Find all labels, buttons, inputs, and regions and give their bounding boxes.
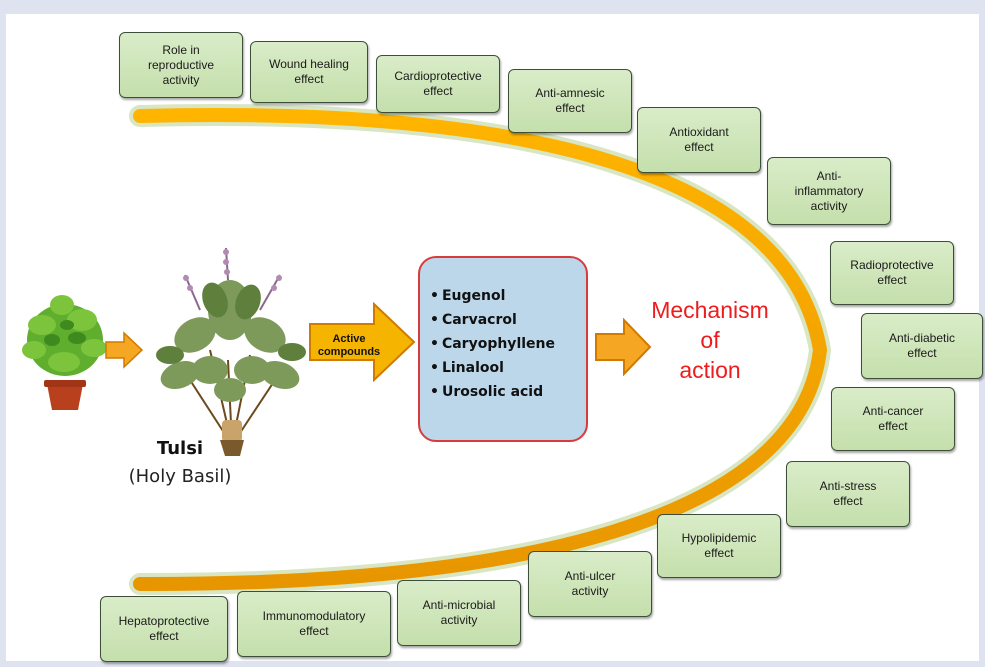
- effect-box-anti-inflammatory: Anti- inflammatory activity: [767, 157, 891, 225]
- effect-box-antioxidant: Antioxidant effect: [637, 107, 761, 173]
- mechanism-arrow-icon: [595, 318, 652, 376]
- effect-box-anti-diabetic: Anti-diabetic effect: [861, 313, 983, 379]
- orange-arc: [133, 108, 828, 592]
- active-compounds-label: Active compounds: [317, 333, 381, 359]
- effect-box-radioprotective: Radioprotective effect: [830, 241, 954, 305]
- potted-tulsi-image: [22, 295, 107, 410]
- mechanism-of-action-label: Mechanism of action: [651, 297, 769, 383]
- effect-box-anti-amnesic: Anti-amnesic effect: [508, 69, 632, 133]
- plant-name: Tulsi: [156, 438, 204, 459]
- effect-box-reproductive: Role in reproductive activity: [119, 32, 243, 98]
- effect-box-anti-stress: Anti-stress effect: [786, 461, 910, 527]
- tulsi-bunch-image: [156, 247, 306, 456]
- arrow-right-icon: [105, 331, 144, 369]
- effect-box-wound-healing: Wound healing effect: [250, 41, 368, 103]
- active-compounds-box: Eugenol Carvacrol Caryophyllene Linalool…: [418, 256, 588, 442]
- effect-box-anti-cancer: Anti-cancer effect: [831, 387, 955, 451]
- effect-box-anti-ulcer: Anti-ulcer activity: [528, 551, 652, 617]
- compound-item: Urosolic acid: [430, 380, 555, 404]
- active-compounds-arrow-icon: [309, 302, 416, 382]
- compound-list: Eugenol Carvacrol Caryophyllene Linalool…: [430, 284, 555, 404]
- compound-item: Carvacrol: [430, 308, 555, 332]
- compound-item: Caryophyllene: [430, 332, 555, 356]
- effect-box-cardioprotective: Cardioprotective effect: [376, 55, 500, 113]
- compound-item: Eugenol: [430, 284, 555, 308]
- effect-box-hypolipidemic: Hypolipidemic effect: [657, 514, 781, 578]
- effect-box-immunomodulatory: Immunomodulatory effect: [237, 591, 391, 657]
- plant-common-name: (Holy Basil): [128, 466, 232, 487]
- effect-box-hepatoprotective: Hepatoprotective effect: [100, 596, 228, 662]
- compound-item: Linalool: [430, 356, 555, 380]
- effect-box-anti-microbial: Anti-microbial activity: [397, 580, 521, 646]
